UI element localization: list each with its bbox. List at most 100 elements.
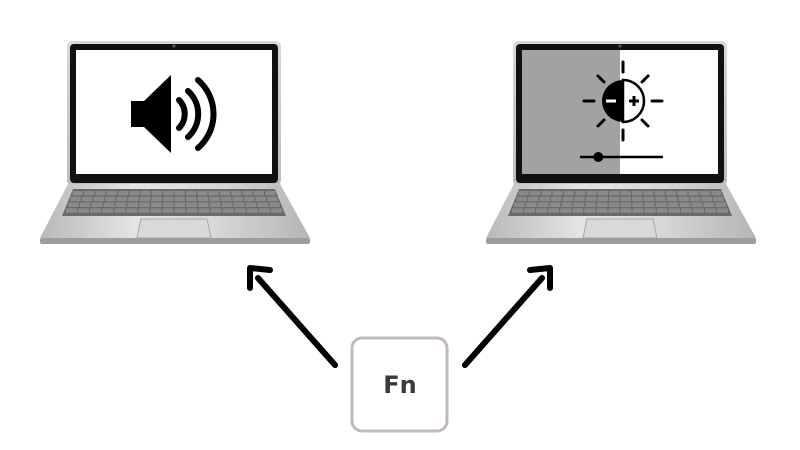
keyboard-key: [655, 196, 666, 202]
keyboard-key: [163, 196, 174, 202]
keyboard-key: [259, 208, 270, 213]
keyboard-key: [219, 191, 230, 196]
keyboard-key: [632, 208, 644, 213]
left-laptop-front-edge: [40, 238, 310, 244]
keyboard-key: [140, 191, 151, 196]
fn-key-cap: [350, 336, 449, 433]
keyboard-key: [711, 191, 722, 196]
keyboard-key: [656, 202, 667, 207]
keyboard-key: [668, 208, 680, 213]
keyboard-key: [536, 208, 547, 213]
keyboard-key: [528, 196, 539, 202]
keyboard-key: [703, 202, 714, 207]
left-laptop: [40, 41, 310, 244]
right-laptop-touchpad: [582, 218, 658, 239]
keyboard-key: [667, 202, 679, 207]
keyboard-key: [186, 202, 197, 207]
keyboard-key: [163, 191, 174, 196]
keyboard-key: [265, 191, 276, 196]
keyboard-key: [529, 191, 540, 196]
keyboard-key: [106, 191, 117, 196]
fn-key-label: Fn: [383, 371, 416, 399]
brightness-slider: [580, 152, 663, 162]
keyboard-key: [609, 191, 620, 196]
keyboard-key: [597, 202, 608, 207]
keyboard-key: [80, 202, 91, 207]
keyboard-key: [162, 208, 174, 213]
keyboard-key: [174, 208, 186, 213]
keyboard-key: [608, 202, 620, 207]
keyboard-key: [608, 208, 620, 213]
keyboard-key: [91, 202, 103, 207]
keyboard-key: [688, 191, 699, 196]
keyboard-key: [197, 191, 208, 196]
keyboard-key: [549, 202, 561, 207]
keyboard-key: [561, 202, 573, 207]
keyboard-key: [620, 202, 632, 207]
keyboard-key: [102, 208, 114, 213]
right-laptop-keys: [512, 191, 728, 213]
keyboard-key: [656, 208, 668, 213]
keyboard-key: [221, 202, 233, 207]
keyboard-key: [699, 191, 710, 196]
keyboard-key: [563, 191, 574, 196]
keyboard-key: [693, 208, 704, 213]
keyboard-key: [210, 208, 222, 213]
keyboard-key: [631, 191, 642, 196]
keyboard-key: [654, 191, 665, 196]
keyboard-key: [620, 191, 631, 196]
keyboard-key: [644, 208, 656, 213]
keyboard-key: [560, 208, 572, 213]
keyboard-key: [72, 191, 83, 196]
keyboard-key: [222, 208, 234, 213]
keyboard-key: [115, 202, 127, 207]
keyboard-key: [245, 202, 257, 207]
keyboard-key: [116, 196, 128, 202]
keyboard-key: [526, 202, 537, 207]
keyboard-key: [210, 202, 221, 207]
keyboard-key: [114, 208, 126, 213]
arrow-to-brightness: [462, 265, 553, 368]
keyboard-key: [82, 196, 93, 202]
fn-key[interactable]: Fn: [350, 336, 449, 433]
keyboard-key: [83, 191, 94, 196]
right-laptop-front-edge: [486, 238, 756, 244]
keyboard-key: [705, 208, 716, 213]
keyboard-key: [90, 208, 101, 213]
keyboard-key: [643, 196, 655, 202]
keyboard-key: [139, 202, 150, 207]
keyboard-key: [539, 196, 550, 202]
keyboard-key: [269, 202, 280, 207]
keyboard-key: [585, 196, 597, 202]
keyboard-key: [257, 202, 268, 207]
keyboard-key: [185, 191, 196, 196]
keyboard-key: [186, 196, 197, 202]
right-laptop-camera: [618, 44, 622, 48]
keyboard-key: [524, 208, 535, 213]
keyboard-key: [643, 191, 654, 196]
keyboard-key: [575, 191, 586, 196]
left-laptop-keys: [66, 191, 282, 213]
keyboard-key: [691, 202, 703, 207]
keyboard-key: [103, 202, 115, 207]
keyboard-key: [117, 191, 128, 196]
keyboard-key: [66, 208, 77, 213]
keyboard-key: [255, 196, 266, 202]
keyboard-key: [620, 208, 632, 213]
brightness-sun-icon: [582, 60, 664, 142]
keyboard-key: [127, 202, 138, 207]
keyboard-key: [197, 196, 209, 202]
keyboard-key: [596, 208, 608, 213]
speaker-volume-icon: [131, 75, 217, 153]
keyboard-key: [267, 196, 278, 202]
keyboard-key: [198, 202, 209, 207]
keyboard-key: [232, 196, 243, 202]
keyboard-key: [586, 191, 597, 196]
keyboard-key: [597, 196, 608, 202]
keyboard-key: [551, 196, 562, 202]
keyboard-key: [93, 196, 104, 202]
keyboard-key: [78, 208, 89, 213]
keyboard-key: [552, 191, 563, 196]
keyboard-key: [597, 191, 608, 196]
right-laptop: [486, 41, 756, 244]
